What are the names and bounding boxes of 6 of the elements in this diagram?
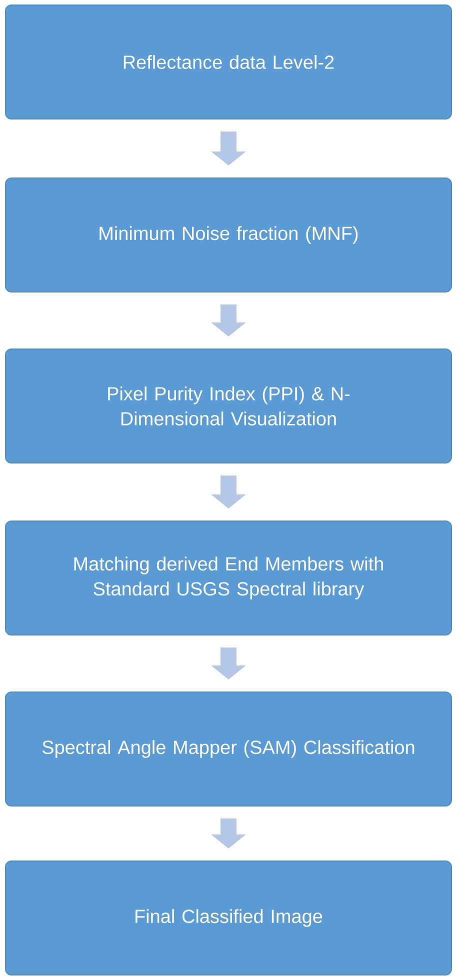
process-box: Minimum Noise fraction (MNF) bbox=[5, 178, 452, 292]
process-box: Pixel Purity Index (PPI) & N-Dimensional Visualization bbox=[5, 348, 452, 464]
process-box: Reflectance data Level-2 bbox=[5, 4, 452, 120]
process-box: Spectral Angle Mapper (SAM) Classification bbox=[5, 692, 452, 806]
process-box: Matching derived End Members with Standard USGS Spectral library bbox=[5, 520, 452, 636]
process-box: Final Classified Image bbox=[5, 860, 452, 976]
